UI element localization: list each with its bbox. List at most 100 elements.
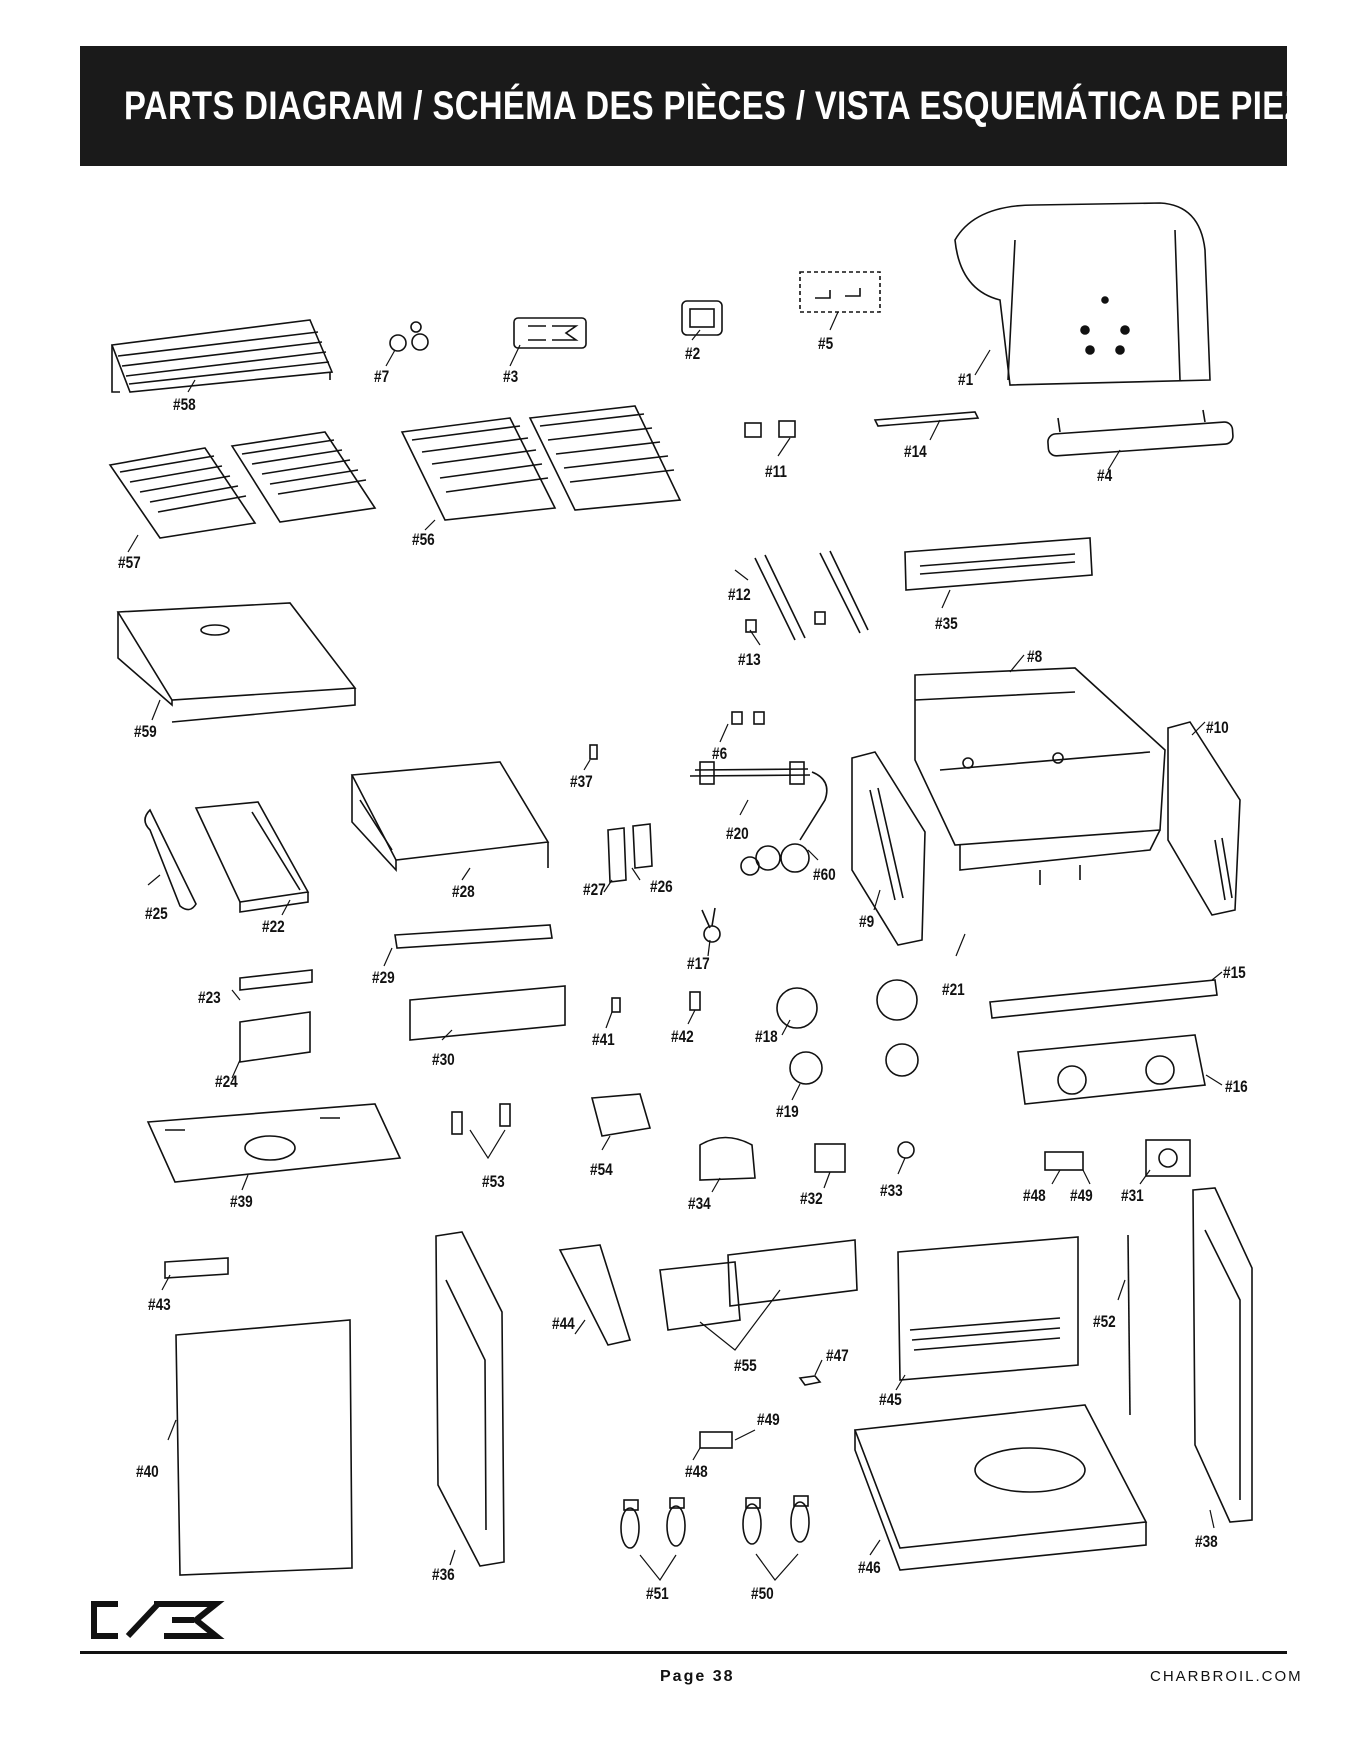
label-part-48-lower: #48	[685, 1462, 708, 1481]
label-part-27: #27	[583, 880, 606, 899]
part-19-knobs	[789, 1043, 919, 1085]
label-part-7: #7	[374, 367, 390, 386]
label-part-9: #9	[859, 912, 875, 931]
part-41-fitting	[611, 997, 621, 1013]
label-part-4: #4	[1097, 466, 1113, 485]
part-24-cover	[239, 1011, 311, 1063]
part-3-badge	[513, 317, 587, 349]
part-50-locking-casters	[742, 1495, 810, 1545]
part-53-hinges	[451, 1103, 511, 1135]
part-29-rail	[394, 924, 553, 949]
part-23-bracket	[239, 969, 313, 991]
part-55-tank-bracket	[659, 1239, 858, 1331]
label-part-53: #53	[482, 1172, 505, 1191]
part-56-porcelain-grates	[400, 405, 682, 521]
label-part-60: #60	[813, 865, 836, 884]
label-part-33: #33	[880, 1181, 903, 1200]
label-part-2: #2	[685, 344, 701, 363]
website-url: CHARBROIL.COM	[1150, 1668, 1303, 1685]
label-part-45: #45	[879, 1390, 902, 1409]
label-part-55: #55	[734, 1356, 757, 1375]
part-54-grease-cup	[590, 1093, 652, 1137]
part-52-wire	[1127, 1234, 1131, 1416]
label-part-49-lower: #49	[757, 1410, 780, 1429]
part-59-side-burner-cover	[116, 602, 357, 723]
label-part-14: #14	[904, 442, 927, 461]
label-part-39: #39	[230, 1192, 253, 1211]
label-part-38: #38	[1195, 1532, 1218, 1551]
label-part-18: #18	[755, 1027, 778, 1046]
part-48-bracket	[1044, 1151, 1084, 1171]
label-part-36: #36	[432, 1565, 455, 1584]
part-4-handle	[1047, 409, 1234, 457]
part-60-regulator	[740, 843, 810, 876]
part-46-base-tray	[853, 1404, 1148, 1571]
part-27-bracket	[607, 827, 627, 883]
label-part-42: #42	[671, 1027, 694, 1046]
part-12-burner-tubes	[754, 550, 869, 641]
part-39-bottom-tray	[146, 1103, 402, 1183]
label-part-8: #8	[1027, 647, 1043, 666]
label-part-6: #6	[712, 744, 728, 763]
page-number: Page 38	[660, 1668, 735, 1685]
part-26-bracket	[632, 823, 653, 869]
part-38-right-door	[1192, 1187, 1253, 1523]
part-20-valve-manifold	[689, 761, 828, 841]
part-42-fitting	[689, 991, 701, 1011]
label-part-59: #59	[134, 722, 157, 741]
label-part-43: #43	[148, 1295, 171, 1314]
leader-lines	[127, 311, 1223, 1582]
label-part-13: #13	[738, 650, 761, 669]
part-2-bezel	[681, 300, 723, 336]
label-part-32: #32	[800, 1189, 823, 1208]
part-57-cast-iron-grates	[108, 431, 377, 539]
part-25-side-handle	[144, 808, 197, 911]
label-part-37: #37	[570, 772, 593, 791]
part-1-lid	[954, 202, 1211, 386]
brand-logo	[91, 1601, 225, 1639]
part-33-button	[897, 1141, 915, 1159]
label-part-35: #35	[935, 614, 958, 633]
part-32-igniter-module	[814, 1143, 846, 1173]
label-part-58: #58	[173, 395, 196, 414]
part-14-heat-shield	[873, 411, 980, 427]
label-part-28: #28	[452, 882, 475, 901]
part-47-clip	[798, 1375, 822, 1386]
footer-rule	[80, 1651, 1287, 1654]
label-part-46: #46	[858, 1558, 881, 1577]
label-part-3: #3	[503, 367, 519, 386]
label-part-51: #51	[646, 1584, 669, 1603]
label-part-24: #24	[215, 1072, 238, 1091]
part-40-door	[175, 1319, 353, 1576]
label-part-12: #12	[728, 585, 751, 604]
label-part-22: #22	[262, 917, 285, 936]
part-6-clips	[731, 711, 765, 725]
part-34-heat-shield	[699, 1136, 756, 1181]
label-part-44: #44	[552, 1314, 575, 1333]
part-17-igniter	[701, 907, 721, 943]
part-11-brackets	[744, 420, 796, 438]
label-part-57: #57	[118, 553, 141, 572]
label-part-1: #1	[958, 370, 974, 389]
label-part-10: #10	[1206, 718, 1229, 737]
label-part-16: #16	[1225, 1077, 1248, 1096]
label-part-50: #50	[751, 1584, 774, 1603]
header-bar: PARTS DIAGRAM / SCHÉMA DES PIÈCES / VIST…	[80, 46, 1351, 166]
label-part-52: #52	[1093, 1312, 1116, 1331]
label-part-47: #47	[826, 1346, 849, 1365]
part-45-back-panel	[897, 1236, 1079, 1381]
page-title: PARTS DIAGRAM / SCHÉMA DES PIÈCES / VIST…	[124, 83, 1352, 128]
part-35-rear-panel	[904, 537, 1093, 591]
label-part-21: #21	[942, 980, 965, 999]
label-part-54: #54	[590, 1160, 613, 1179]
part-5-hinge-kit	[799, 271, 881, 313]
part-58-warming-rack	[110, 319, 334, 393]
label-part-48-upper: #48	[1023, 1186, 1046, 1205]
part-43-strip	[164, 1257, 229, 1279]
part-22-side-shelf	[194, 801, 310, 913]
part-31-igniter	[1145, 1139, 1191, 1177]
label-part-5: #5	[818, 334, 834, 353]
part-51-casters	[620, 1497, 686, 1549]
part-8-firebox	[914, 667, 1166, 885]
